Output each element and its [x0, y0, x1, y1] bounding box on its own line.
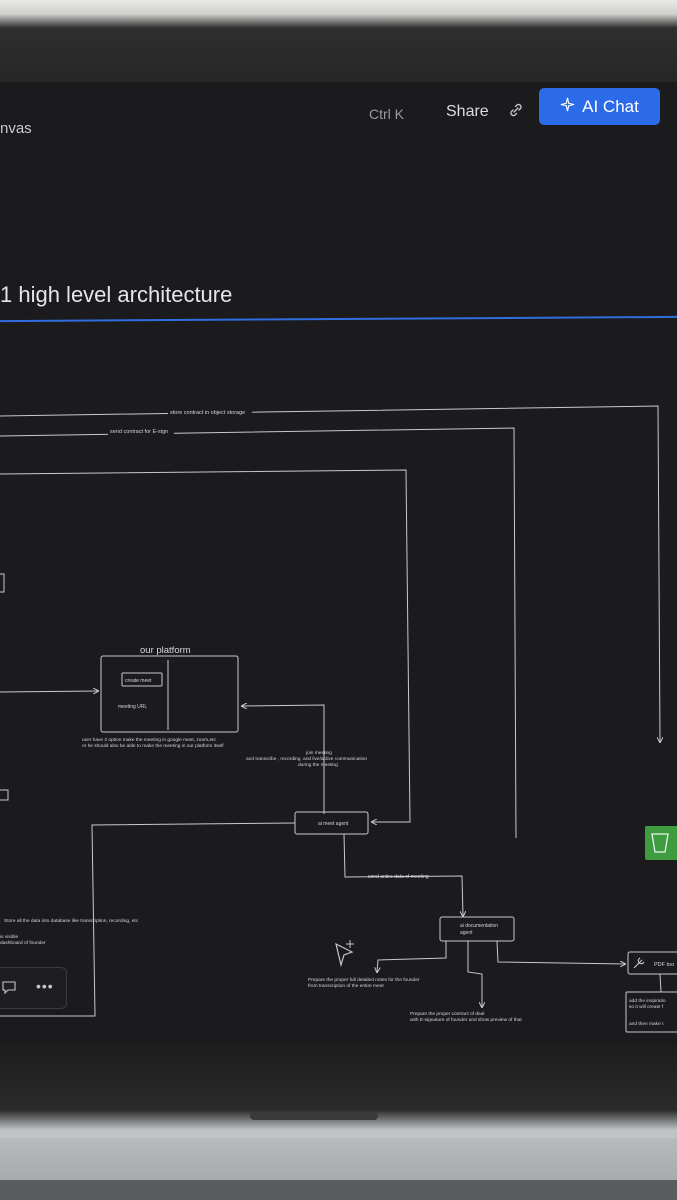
wrench-icon: [633, 957, 645, 969]
visible-label-1: is visible: [0, 934, 18, 940]
ai-meet-agent-label: ai meet agent: [318, 821, 349, 827]
platform-note-2: or he should also be able to make the me…: [82, 743, 224, 749]
send-data-connector: [343, 833, 463, 916]
ai-doc-agent-label-2: agent: [460, 930, 473, 936]
pdf-tool-box[interactable]: [627, 951, 677, 975]
left-box-partial-2: [0, 789, 9, 801]
ai-doc-agent-label-1: ai documentation: [460, 923, 498, 929]
store-db-label: Store all the data into database like tr…: [4, 918, 139, 924]
send-esign-connector: [0, 427, 517, 839]
cursor-icon: [335, 940, 354, 968]
laptop-vent: [250, 1112, 378, 1120]
agent-left-connector: [0, 822, 296, 1017]
more-icon[interactable]: •••: [36, 978, 54, 994]
object-storage-node[interactable]: [645, 826, 677, 860]
screen: nvas Ctrl K Share AI Chat 1 high level a…: [0, 82, 677, 1044]
pdf-connector: [496, 940, 625, 964]
platform-box[interactable]: [100, 655, 239, 733]
comment-icon[interactable]: [2, 980, 16, 999]
left-box-partial: [0, 573, 5, 593]
right-note-box: [625, 991, 677, 1033]
notes-label-2: from transcription of the entire meet: [308, 983, 384, 989]
link-icon[interactable]: [508, 102, 524, 123]
ai-chat-button[interactable]: AI Chat: [539, 88, 660, 125]
join-label-3: during the meeting: [298, 762, 338, 768]
platform-title: our platform: [140, 645, 191, 656]
join-label-2: and transcribe , recording, and live/act…: [246, 756, 367, 762]
command-shortcut[interactable]: Ctrl K: [369, 106, 404, 122]
sparkle-icon: [560, 97, 575, 117]
canvas-label: nvas: [0, 120, 32, 137]
top-bar: nvas Ctrl K Share AI Chat: [0, 82, 677, 142]
store-contract-label: store contract in object storage: [170, 410, 245, 416]
ai-doc-agent-box[interactable]: [439, 916, 515, 942]
meeting-url-label: meeting URL: [118, 704, 147, 710]
send-esign-label: send contract for E-sign: [110, 429, 168, 435]
laptop-base: [0, 1180, 677, 1200]
notes-label-1: Prepare the proper full detailed notes f…: [308, 977, 420, 983]
visible-label-2: dashboard of founder: [0, 940, 46, 946]
to-platform-connector: [0, 691, 98, 692]
right-note-3: and then make t: [629, 1021, 664, 1027]
platform-note-1: user have 2 option make the meeting in g…: [82, 737, 216, 743]
right-note-1: add the inspiratio: [629, 998, 666, 1004]
contract-label-1: Prepare the proper contract of deal: [410, 1011, 484, 1017]
join-meeting-connector: [242, 705, 325, 814]
create-meet-button-shape[interactable]: [121, 672, 163, 687]
contract-label-2: with E-signature of founder and show pre…: [410, 1017, 522, 1023]
store-contract-connector: [0, 405, 660, 742]
create-meet-label: create meet: [125, 678, 152, 684]
contract-connector: [467, 941, 482, 1007]
notes-connector: [377, 941, 447, 972]
pdf-tool-label: PDF too: [654, 962, 674, 968]
share-button[interactable]: Share: [446, 103, 489, 120]
page-title: 1 high level architecture: [0, 282, 233, 307]
bucket-icon: [651, 833, 669, 853]
join-label-1: join meeting: [305, 750, 332, 756]
ai-chat-label: AI Chat: [582, 96, 639, 116]
bottom-toolbar[interactable]: •••: [0, 967, 67, 1009]
right-note-2: so it will create f: [629, 1004, 664, 1010]
loop-connector: [0, 469, 411, 822]
send-data-label: send entire data of meeting: [368, 874, 429, 880]
architecture-diagram[interactable]: store contract in object storage send co…: [0, 322, 677, 1042]
